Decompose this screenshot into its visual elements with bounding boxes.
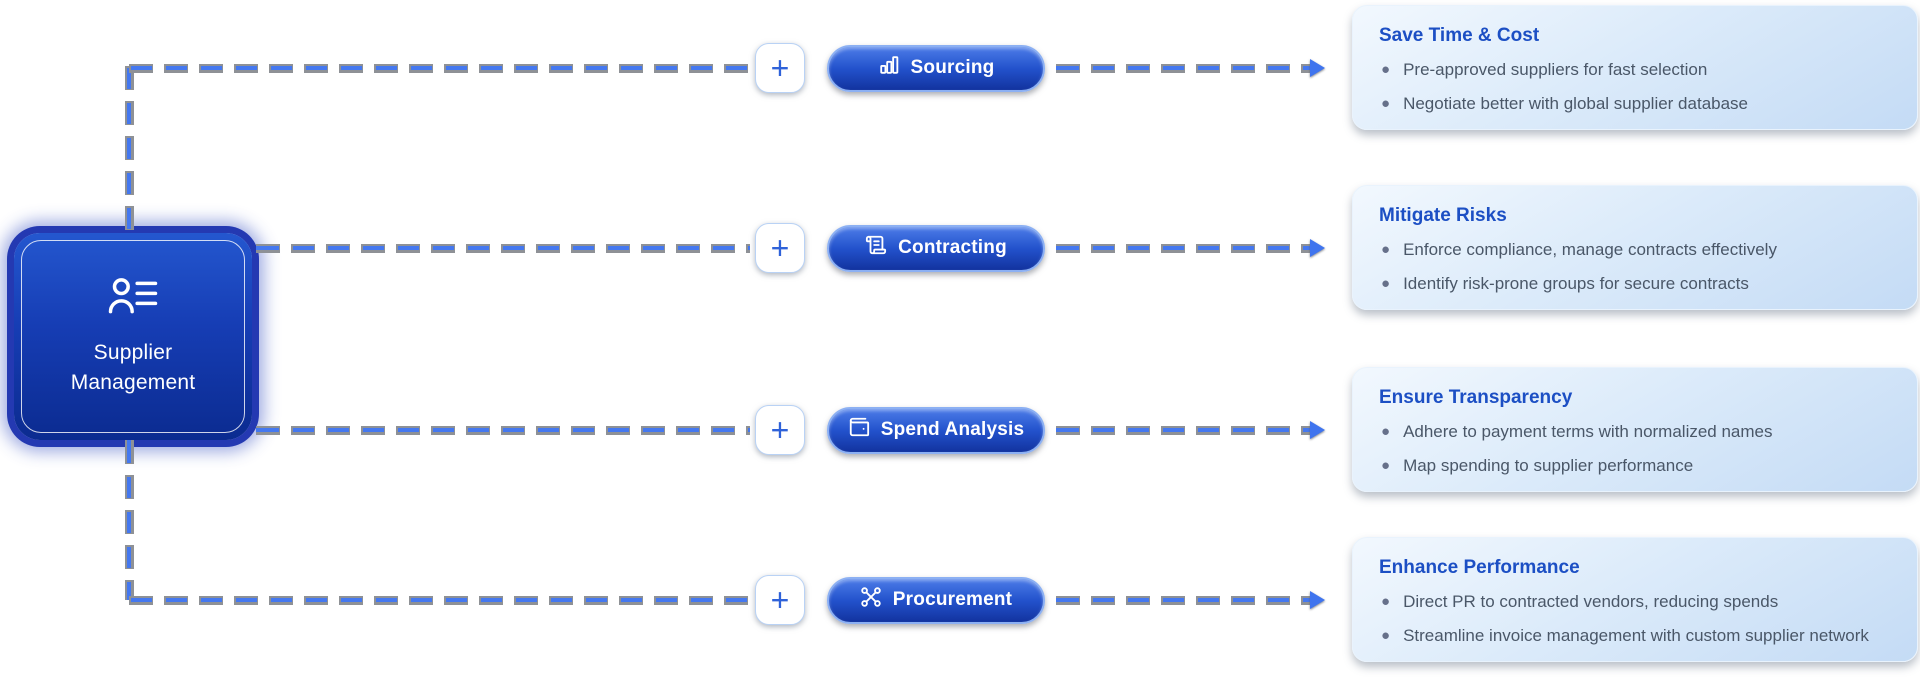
- bullet-dot-icon: ●: [1381, 241, 1391, 258]
- benefit-card: Enhance Performance ● Direct PR to contr…: [1352, 537, 1918, 662]
- connector-left: [129, 63, 750, 73]
- benefit-card: Mitigate Risks ● Enforce compliance, man…: [1352, 185, 1918, 310]
- benefit-bullet-text: Streamline invoice management with custo…: [1403, 625, 1869, 645]
- benefit-bullet: ● Map spending to supplier performance: [1381, 454, 1893, 479]
- benefit-bullet-text: Enforce compliance, manage contracts eff…: [1403, 240, 1777, 259]
- benefit-bullet: ● Direct PR to contracted vendors, reduc…: [1381, 590, 1893, 615]
- add-node-button[interactable]: +: [755, 223, 805, 273]
- branch-pill[interactable]: Procurement: [827, 576, 1045, 624]
- benefit-bullet: ● Enforce compliance, manage contracts e…: [1381, 238, 1893, 263]
- branch-pill-label: Procurement: [892, 589, 1013, 610]
- contact-card-icon: [108, 275, 158, 320]
- bullet-dot-icon: ●: [1381, 456, 1391, 474]
- bullet-dot-icon: ●: [1381, 61, 1391, 78]
- connector-right: [1056, 595, 1310, 605]
- connector-left: [256, 425, 750, 435]
- add-node-button[interactable]: +: [755, 405, 805, 455]
- branch-pill[interactable]: Sourcing: [827, 44, 1045, 92]
- bullet-dot-icon: ●: [1381, 626, 1391, 644]
- branch-pill-label: Spend Analysis: [880, 419, 1025, 440]
- benefit-bullet: ● Identify risk-prone groups for secure …: [1381, 272, 1893, 297]
- benefit-bullet-text: Identify risk-prone groups for secure co…: [1403, 273, 1749, 293]
- arrow-right-icon: [1310, 591, 1325, 609]
- bullet-dot-icon: ●: [1381, 274, 1391, 292]
- benefit-bullet: ● Adhere to payment terms with normalize…: [1381, 420, 1893, 445]
- benefit-card: Save Time & Cost ● Pre-approved supplier…: [1352, 5, 1918, 130]
- connector-right: [1056, 63, 1310, 73]
- branch-pill[interactable]: Spend Analysis: [827, 406, 1045, 454]
- scroll-icon: [865, 234, 887, 262]
- benefit-bullet-text: Map spending to supplier performance: [1403, 455, 1694, 475]
- benefit-card-title: Ensure Transparency: [1379, 387, 1573, 408]
- connector-vertical-top: [124, 66, 134, 233]
- benefit-card: Ensure Transparency ● Adhere to payment …: [1352, 367, 1918, 492]
- benefit-card-title: Mitigate Risks: [1379, 205, 1507, 226]
- arrow-right-icon: [1310, 239, 1325, 257]
- benefit-bullet: ● Pre-approved suppliers for fast select…: [1381, 58, 1893, 83]
- benefit-card-title: Save Time & Cost: [1379, 25, 1540, 46]
- connector-vertical-bottom: [124, 440, 134, 600]
- benefit-bullet-text: Direct PR to contracted vendors, reducin…: [1403, 592, 1779, 611]
- connector-right: [1056, 243, 1310, 253]
- branch-pill-label: Sourcing: [910, 57, 995, 78]
- branch-pill-label: Contracting: [898, 237, 1007, 258]
- add-node-button[interactable]: +: [755, 43, 805, 93]
- connector-left: [256, 243, 750, 253]
- root-node-label: Supplier Management: [70, 340, 196, 394]
- arrow-right-icon: [1310, 59, 1325, 77]
- add-node-button[interactable]: +: [755, 575, 805, 625]
- bullet-dot-icon: ●: [1381, 94, 1391, 112]
- connector-left: [129, 595, 750, 605]
- benefit-bullet: ● Streamline invoice management with cus…: [1381, 624, 1893, 649]
- benefit-bullet-text: Negotiate better with global supplier da…: [1403, 93, 1749, 113]
- network-icon: [860, 586, 882, 614]
- bar-chart-icon: [878, 54, 900, 82]
- bullet-dot-icon: ●: [1381, 423, 1391, 440]
- connector-right: [1056, 425, 1310, 435]
- benefit-bullet-text: Adhere to payment terms with normalized …: [1403, 422, 1773, 441]
- wallet-icon: [848, 416, 870, 444]
- benefit-bullet: ● Negotiate better with global supplier …: [1381, 92, 1893, 117]
- supplier-management-node[interactable]: Supplier Management: [14, 233, 252, 440]
- bullet-dot-icon: ●: [1381, 593, 1391, 610]
- branch-pill[interactable]: Contracting: [827, 224, 1045, 272]
- benefit-bullet-text: Pre-approved suppliers for fast selectio…: [1403, 60, 1708, 79]
- arrow-right-icon: [1310, 421, 1325, 439]
- benefit-card-title: Enhance Performance: [1379, 557, 1580, 578]
